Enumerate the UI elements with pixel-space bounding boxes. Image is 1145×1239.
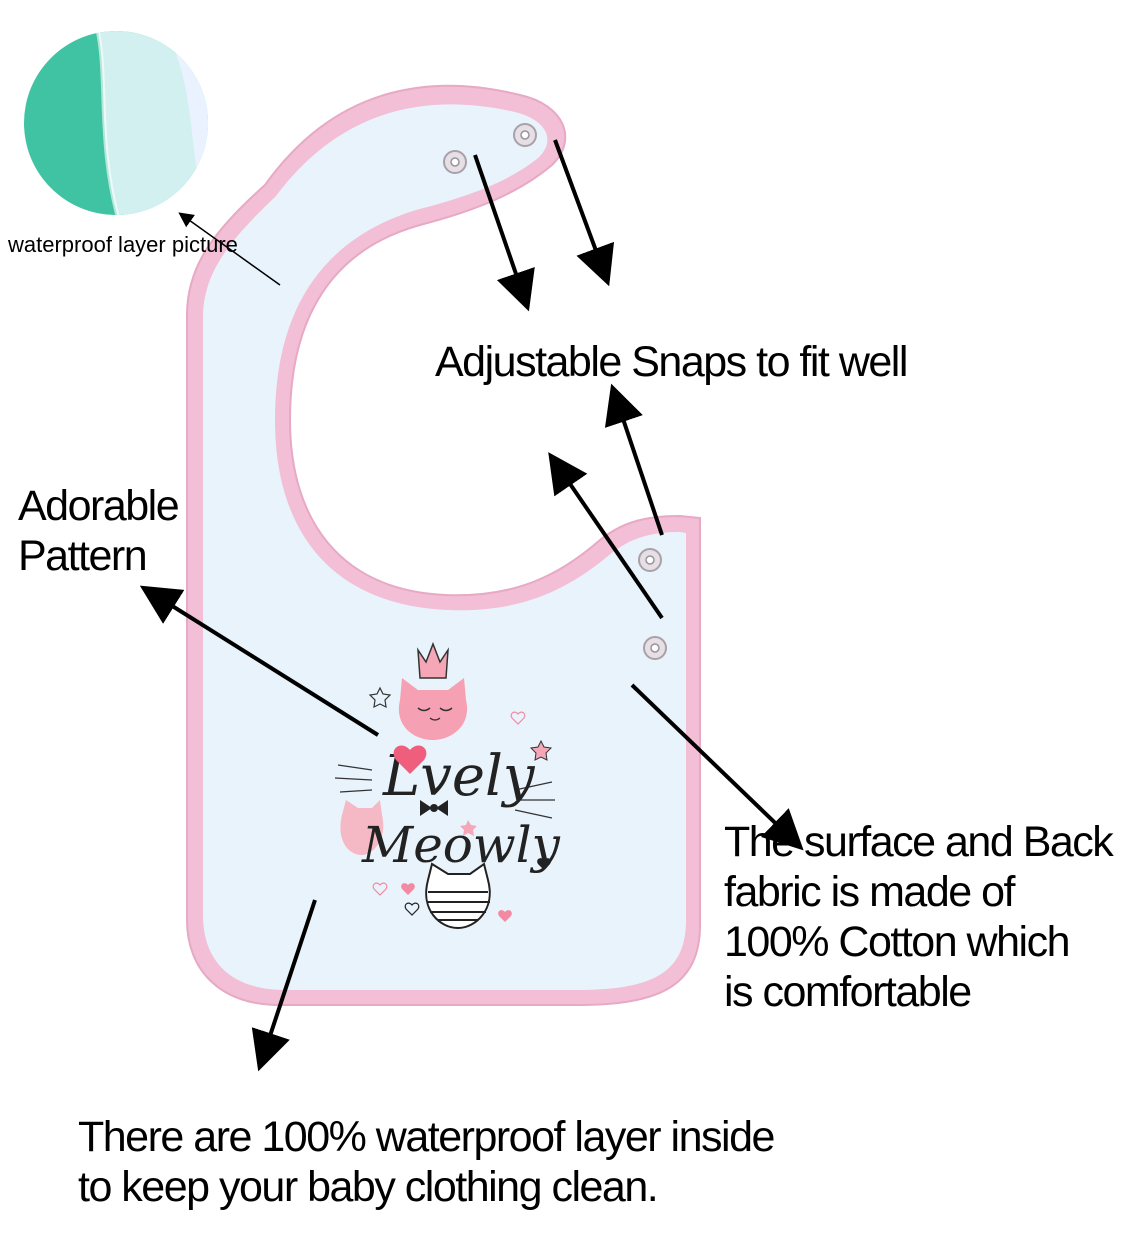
inset-caption: waterproof layer picture	[8, 232, 238, 257]
pattern-label-line2: Pattern	[18, 531, 148, 580]
cat-print: Lvely Meowly	[334, 641, 561, 930]
waterproof-label-line1: There are 100% waterproof layer inside	[78, 1113, 775, 1161]
heart-icon	[401, 883, 415, 895]
pink-cat-left-icon	[340, 800, 384, 855]
arrow-snap-1	[473, 154, 535, 312]
arrow-snap-3	[604, 383, 664, 536]
star-icon	[529, 739, 553, 761]
waterproof-label: There are 100% waterproof layer inside t…	[78, 1112, 775, 1212]
arrow-pattern	[139, 585, 380, 737]
annotation-arrows	[139, 139, 804, 1072]
pattern-label: Adorable Pattern	[18, 482, 180, 582]
bow-icon	[420, 800, 448, 816]
snap-top-right	[513, 123, 537, 147]
pattern-label-line1: Adorable	[18, 482, 180, 530]
arrow-waterproof	[251, 899, 317, 1072]
snap-top-left	[443, 150, 467, 174]
snaps-label: Adjustable Snaps to fit well	[435, 338, 908, 386]
heart-icon	[404, 902, 420, 916]
striped-cat-icon	[425, 862, 491, 930]
snap-side-upper	[638, 548, 662, 572]
arrow-fabric	[630, 683, 804, 851]
heart-icon	[510, 711, 526, 725]
crown-icon	[417, 641, 449, 679]
heart-icon	[393, 745, 427, 774]
fabric-label-line3: 100% Cotton which	[724, 918, 1071, 966]
fabric-label-line4: is comfortable	[724, 968, 972, 1016]
pink-cat-icon	[398, 678, 468, 740]
bib-fabric	[203, 104, 686, 990]
heart-icon	[537, 858, 551, 870]
waterproof-label-line2: to keep your baby clothing clean.	[78, 1163, 659, 1211]
waterproof-layer-inset	[24, 31, 208, 215]
arrow-snap-2	[553, 139, 615, 287]
snap-side-lower	[643, 636, 667, 660]
arrow-inset	[178, 212, 281, 286]
fabric-label-line2: fabric is made of	[724, 868, 1015, 916]
print-word-meowly: Meowly	[361, 816, 561, 874]
star-icon	[368, 686, 392, 709]
star-icon	[460, 820, 477, 836]
arrow-snap-4	[548, 452, 664, 620]
fabric-label-line1: The surface and Back	[724, 818, 1114, 866]
fabric-label: The surface and Back fabric is made of 1…	[724, 817, 1114, 1017]
heart-icon	[498, 910, 512, 922]
heart-icon	[372, 882, 388, 896]
